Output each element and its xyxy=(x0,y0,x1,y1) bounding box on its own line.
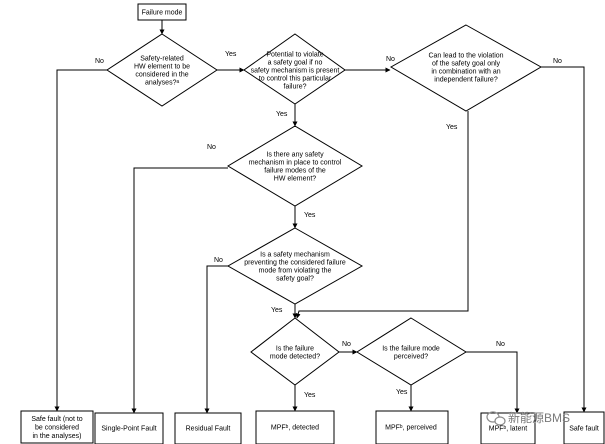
watermark: 新能源BMS xyxy=(486,410,570,426)
d2-text-line: a safety goal if no xyxy=(268,60,323,67)
edge-d7-mpfl xyxy=(466,351,520,414)
label-d5-yes: Yes xyxy=(271,307,283,314)
edge-d1-safe xyxy=(54,69,107,412)
edge-d3-safe2 xyxy=(541,66,587,413)
d4-text-line: HW element? xyxy=(274,176,317,183)
r_res-text-line: Residual Fault xyxy=(186,426,231,433)
r_safe-text-line: in the analyses) xyxy=(32,433,81,440)
edge-d5-res xyxy=(204,265,228,414)
d5-text-line: Is a safety mechanism xyxy=(260,252,330,259)
result-single-point-fault: Single-Point Fault xyxy=(94,412,164,444)
result-mpf-perceived: MPFᵇ, perceived xyxy=(375,410,449,444)
label-d6-no: No xyxy=(342,341,351,348)
edge-d3-d6 xyxy=(295,111,469,319)
r_safe-text-line: Safe fault (not to xyxy=(31,416,82,423)
edge-labels: No Yes No Yes No Yes No Yes No Yes No Ye… xyxy=(95,51,562,399)
watermark-text: 新能源BMS xyxy=(508,410,570,425)
wechat-icon xyxy=(486,411,506,426)
label-d2-yes: Yes xyxy=(276,111,288,118)
start-box-failure-mode: Failure mode xyxy=(137,3,187,21)
r_mpfd-text-line: MPFᵇ, detected xyxy=(271,425,319,432)
d2-text-line: Potential to violate xyxy=(266,52,323,59)
d3-text-line: in combination with an xyxy=(431,69,500,76)
r_safe2-text-line: Safe fault xyxy=(569,426,599,433)
d5-text-line: mode from violating the xyxy=(259,268,332,275)
result-mpf-latent: MPFᵇ, latent xyxy=(480,412,536,444)
d5-text-line: safety goal? xyxy=(276,276,314,283)
label-d3-yes: Yes xyxy=(446,124,458,131)
d2-text-line: failure? xyxy=(284,84,307,91)
label-d3-no: No xyxy=(553,58,562,65)
d2-text-line: to control this particular xyxy=(259,76,332,83)
d6-text-line: mode detected? xyxy=(270,354,320,361)
label-d1-no: No xyxy=(95,58,104,65)
label-d4-yes: Yes xyxy=(304,212,316,219)
result-residual-fault: Residual Fault xyxy=(174,412,242,444)
r_mpfp-text-line: MPFᵇ, perceived xyxy=(385,425,437,432)
start-text-line: Failure mode xyxy=(142,10,183,17)
label-d5-no: No xyxy=(214,257,223,264)
r_spf-text-line: Single-Point Fault xyxy=(101,426,156,433)
edge-d4-spf xyxy=(131,167,228,414)
d4-text-line: Is there any safety xyxy=(266,152,324,159)
d3-text-line: Can lead to the violation xyxy=(428,53,503,60)
d3-text-line: of the safety goal only xyxy=(432,61,501,68)
label-d7-no: No xyxy=(496,341,505,348)
d4-text-line: mechanism in place to control xyxy=(249,160,342,167)
d2-text-line: safety mechanism is present xyxy=(251,68,340,75)
d1-text-line: analyses?ᵃ xyxy=(145,80,180,87)
r_mpfl-text-line: MPFᵇ, latent xyxy=(489,426,527,433)
d7-text-line: perceived? xyxy=(394,354,428,361)
d1-text-line: HW element to be xyxy=(134,64,190,71)
result-mpf-detected: MPFᵇ, detected xyxy=(255,410,335,444)
label-d4-no: No xyxy=(207,144,216,151)
label-d2-no: No xyxy=(386,56,395,63)
label-d6-yes: Yes xyxy=(304,392,316,399)
d1-text-line: Safety-related xyxy=(140,56,184,63)
d3-text-line: independent failure? xyxy=(434,77,498,84)
edges xyxy=(54,20,587,414)
d7-text-line: Is the failure mode xyxy=(382,346,440,353)
label-d7-yes: Yes xyxy=(396,389,408,396)
d6-text-line: Is the failure xyxy=(276,346,314,353)
result-safe-fault-2: Safe fault xyxy=(563,411,605,444)
label-d1-yes: Yes xyxy=(225,51,237,58)
d4-text-line: failure modes of the xyxy=(264,168,326,175)
d5-text-line: preventing the considered failure xyxy=(244,260,346,267)
d1-text-line: considered in the xyxy=(135,72,188,79)
r_safe-text-line: be considered xyxy=(35,425,79,432)
